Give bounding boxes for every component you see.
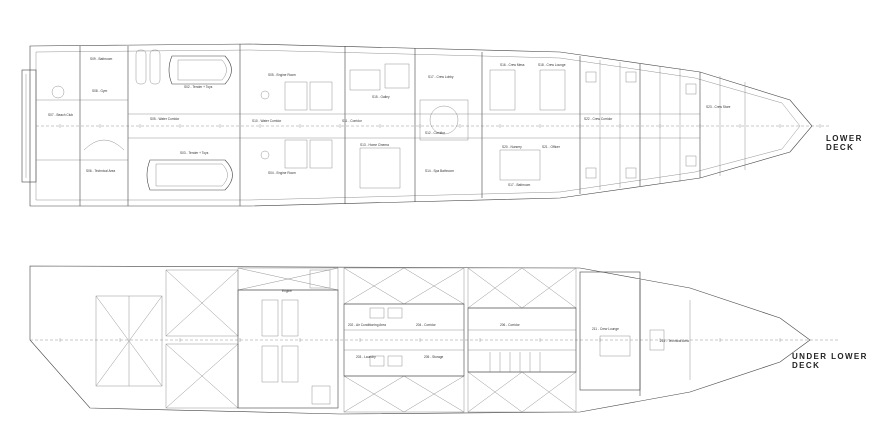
svg-text:S05 - Engine Room: S05 - Engine Room [268,73,296,77]
svg-text:S15 - Galley: S15 - Galley [372,95,390,99]
tender-lower [146,159,233,191]
svg-text:S23 - Crew Store: S23 - Crew Store [706,105,731,109]
svg-text:215 - Technical Area: 215 - Technical Area [660,339,689,343]
under-lower-deck-title: Under Lower Deck [792,352,868,370]
svg-text:S06 - Technical Area: S06 - Technical Area [86,169,115,173]
svg-text:204 - Corridor: 204 - Corridor [416,323,437,327]
svg-text:S08 - Gym: S08 - Gym [92,89,108,93]
lower-deck-title: Lower Deck [826,134,863,152]
svg-text:211 - Crew Lounge: 211 - Crew Lounge [592,327,619,331]
svg-text:S18 - Crew Lounge: S18 - Crew Lounge [538,63,566,67]
svg-text:S05 - Water Corridor: S05 - Water Corridor [150,117,180,121]
lower-deck-hull [29,43,813,207]
tank-zones [95,267,577,413]
svg-text:S03 - Tender + Toys: S03 - Tender + Toys [180,151,209,155]
svg-text:S21 - Officer: S21 - Officer [542,145,561,149]
svg-text:S20 - Nursery: S20 - Nursery [502,145,522,149]
tender-upper [168,55,232,85]
svg-text:S12 - Corridor: S12 - Corridor [425,131,446,135]
svg-text:S02 - Tender + Toys: S02 - Tender + Toys [184,85,213,89]
svg-text:202 - Air Conditioning Area: 202 - Air Conditioning Area [348,323,386,327]
under-lower-deck-plan: Engine 202 - Air Conditioning Area 203 -… [29,265,840,415]
svg-text:S10 - Water Corridor: S10 - Water Corridor [252,119,282,123]
svg-text:205 - Storage: 205 - Storage [424,355,444,359]
svg-text:206 - Corridor: 206 - Corridor [500,323,521,327]
svg-text:S13 - Home Cinema: S13 - Home Cinema [360,143,389,147]
svg-text:S17 - Bathroom: S17 - Bathroom [508,183,531,187]
under-lower-deck-hull [29,265,811,415]
svg-text:S17 - Crew Lobby: S17 - Crew Lobby [428,75,454,79]
engines-under-lower-deck [261,269,331,405]
svg-text:S09 - Bathroom: S09 - Bathroom [90,57,113,61]
svg-text:S22 - Crew Corridor: S22 - Crew Corridor [584,117,613,121]
svg-text:S04 - Engine Room: S04 - Engine Room [268,171,296,175]
svg-text:S11 - Corridor: S11 - Corridor [342,119,363,123]
svg-text:S16 - Crew Mess: S16 - Crew Mess [500,63,525,67]
svg-text:S14 - Spa Bathroom: S14 - Spa Bathroom [425,169,454,173]
lower-deck-plan: S07 - Beach Club S08 - Gym S09 - Bathroo… [21,43,830,207]
engines-lower-deck [260,81,333,169]
svg-text:S07 - Beach Club: S07 - Beach Club [48,113,73,117]
svg-text:Engine: Engine [282,289,292,293]
svg-text:203 - Laundry: 203 - Laundry [356,355,376,359]
